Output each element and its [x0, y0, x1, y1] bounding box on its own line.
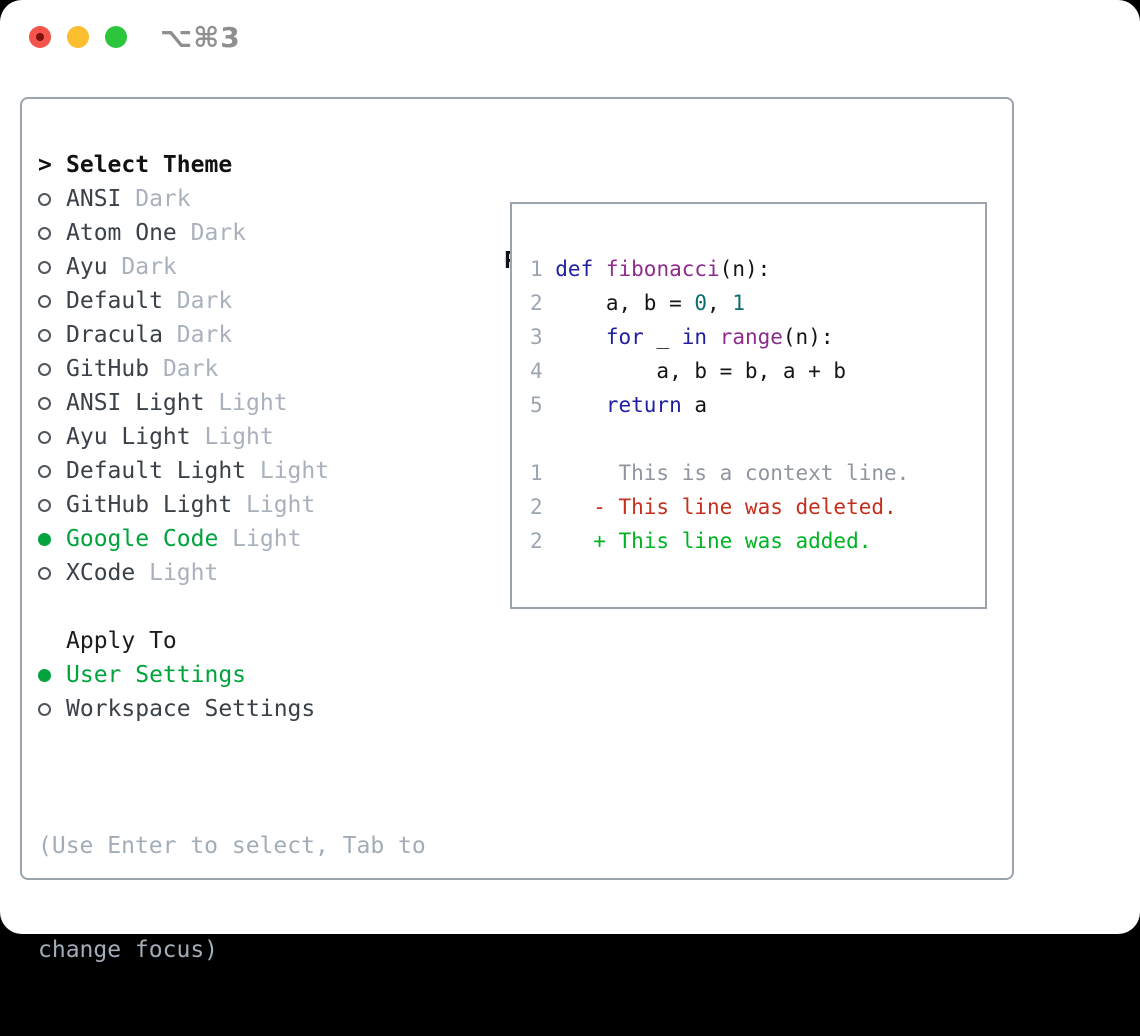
radio-unselected-icon — [38, 362, 66, 376]
apply-option-workspace-settings[interactable]: Workspace Settings — [38, 692, 490, 726]
close-button[interactable] — [29, 26, 51, 48]
code-line: 3 for _ in range(n): — [530, 320, 985, 354]
theme-name: GitHub Light — [66, 492, 233, 518]
code-line: 2 a, b = 0, 1 — [530, 286, 985, 320]
radio-unselected-icon — [38, 430, 66, 444]
window-title-shortcut: ⌥⌘3 — [160, 21, 241, 54]
line-number: 1 — [530, 461, 543, 485]
theme-name: ANSI — [66, 186, 122, 212]
radio-unselected-icon — [38, 702, 66, 716]
radio-selected-icon — [38, 532, 66, 546]
apply-target-name: Workspace Settings — [66, 696, 316, 722]
theme-option-ayu-light[interactable]: Ayu Light Light — [38, 420, 490, 454]
theme-option-google-code[interactable]: Google Code Light — [38, 522, 490, 556]
theme-variant: Dark — [121, 186, 191, 212]
help-text: (Use Enter to select, Tab to change focu… — [38, 760, 490, 1036]
line-number: 5 — [530, 393, 543, 417]
theme-variant: Light — [190, 424, 274, 450]
theme-option-ansi[interactable]: ANSI Dark — [38, 182, 490, 216]
theme-option-default-light[interactable]: Default Light Light — [38, 454, 490, 488]
diff-line-add: 2 + This line was added. — [530, 524, 985, 558]
theme-option-github-light[interactable]: GitHub Light Light — [38, 488, 490, 522]
theme-variant: Dark — [176, 220, 247, 246]
theme-variant: Dark — [162, 322, 233, 348]
code-line: 4 a, b = b, a + b — [530, 354, 985, 388]
theme-name: GitHub — [66, 356, 150, 382]
apply-to-heading: Apply To — [38, 624, 490, 658]
radio-unselected-icon — [38, 328, 66, 342]
radio-unselected-icon — [38, 260, 66, 274]
theme-variant: Light — [232, 492, 316, 518]
line-number: 3 — [530, 325, 543, 349]
theme-variant: Dark — [149, 356, 219, 382]
apply-to-label: Apply To — [66, 628, 177, 654]
minimize-button[interactable] — [67, 26, 89, 48]
theme-name: Dracula — [66, 322, 163, 348]
theme-name: Atom One — [66, 220, 177, 246]
line-number: 1 — [530, 257, 543, 281]
theme-name: Google Code — [66, 526, 219, 552]
theme-option-xcode[interactable]: XCode Light — [38, 556, 490, 590]
theme-name: ANSI Light — [66, 390, 205, 416]
theme-name: Ayu — [66, 254, 108, 280]
theme-name: Default Light — [66, 458, 247, 484]
theme-variant: Light — [246, 458, 330, 484]
select-theme-label: Select Theme — [66, 152, 233, 178]
radio-unselected-icon — [38, 192, 66, 206]
title-bar: ⌥⌘3 — [0, 0, 1140, 75]
theme-option-dracula[interactable]: Dracula Dark — [38, 318, 490, 352]
radio-unselected-icon — [38, 396, 66, 410]
spacer — [38, 726, 490, 760]
spacer — [38, 590, 490, 624]
theme-option-ayu[interactable]: Ayu Dark — [38, 250, 490, 284]
cursor-chevron-icon: > — [38, 152, 52, 178]
theme-variant: Light — [204, 390, 288, 416]
apply-option-user-settings[interactable]: User Settings — [38, 658, 490, 692]
select-theme-heading: > Select Theme — [38, 148, 490, 182]
theme-option-atom-one[interactable]: Atom One Dark — [38, 216, 490, 250]
help-line: change focus) — [38, 936, 219, 963]
radio-selected-icon — [38, 668, 66, 682]
line-number: 4 — [530, 359, 543, 383]
theme-name: XCode — [66, 560, 136, 586]
radio-unselected-icon — [38, 498, 66, 512]
theme-name: Ayu Light — [66, 424, 191, 450]
theme-variant: Light — [135, 560, 219, 586]
diff-line-ctx: 1 This is a context line. — [530, 456, 985, 490]
theme-option-ansi-light[interactable]: ANSI Light Light — [38, 386, 490, 420]
theme-name: Default — [66, 288, 163, 314]
radio-unselected-icon — [38, 294, 66, 308]
code-line: 5 return a — [530, 388, 985, 422]
diff-line-del: 2 - This line was deleted. — [530, 490, 985, 524]
theme-variant: Dark — [162, 288, 233, 314]
line-number: 2 — [530, 291, 543, 315]
zoom-button[interactable] — [105, 26, 127, 48]
blank-line — [530, 422, 985, 456]
theme-option-default[interactable]: Default Dark — [38, 284, 490, 318]
radio-unselected-icon — [38, 464, 66, 478]
theme-variant: Dark — [107, 254, 177, 280]
line-number: 2 — [530, 529, 543, 553]
theme-option-github[interactable]: GitHub Dark — [38, 352, 490, 386]
apply-target-name: User Settings — [66, 662, 247, 688]
radio-unselected-icon — [38, 566, 66, 580]
help-line: (Use Enter to select, Tab to — [38, 833, 426, 859]
radio-unselected-icon — [38, 226, 66, 240]
theme-variant: Light — [218, 526, 302, 552]
line-number: 2 — [530, 495, 543, 519]
